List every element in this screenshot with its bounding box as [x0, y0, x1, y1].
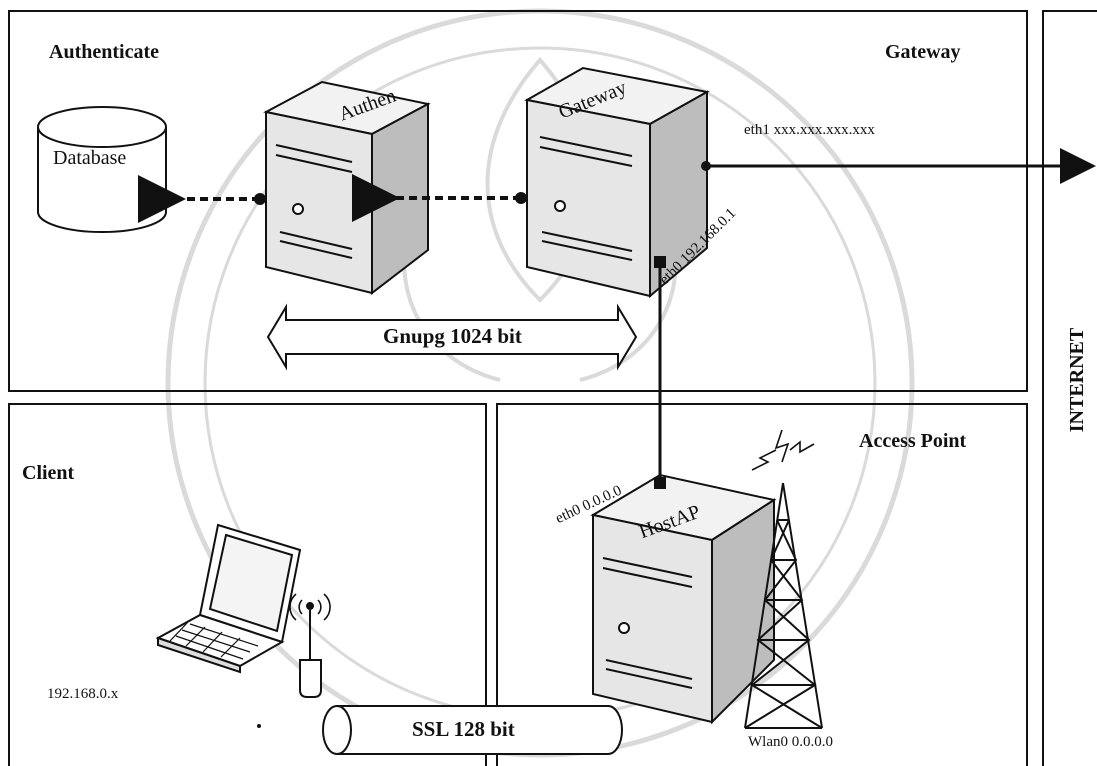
internet-section-title: INTERNET — [1066, 327, 1089, 433]
internet-link — [701, 148, 1096, 184]
client-ip-label: 192.168.0.x — [47, 686, 119, 702]
authenticate-section-title: Authenticate — [49, 41, 159, 63]
gnupg-double-arrow — [266, 303, 638, 371]
hostap-server-icon — [590, 473, 777, 725]
gateway-server-icon — [524, 66, 710, 299]
database-cylinder — [37, 106, 167, 233]
client-section-title: Client — [22, 462, 75, 484]
access-point-section-title: Access Point — [859, 430, 967, 452]
wlan0-label: Wlan0 0.0.0.0 — [748, 734, 833, 750]
wireless-adapter-icon — [289, 593, 331, 698]
internet-section — [1042, 10, 1097, 766]
authenticate-gateway-section — [8, 10, 1028, 392]
radio-tower-icon — [744, 429, 823, 729]
database-label: Database — [53, 147, 127, 169]
ssl-tube — [322, 705, 623, 755]
dotted-arrows — [138, 174, 527, 223]
gateway-hostap-link — [654, 256, 666, 489]
authen-server-icon — [263, 80, 431, 296]
eth1-label: eth1 xxx.xxx.xxx.xxx — [744, 122, 875, 138]
stray-dot — [257, 724, 261, 728]
laptop-icon — [155, 523, 302, 674]
ssl-label: SSL 128 bit — [412, 717, 515, 741]
access-point-section — [496, 403, 1028, 766]
gnupg-label: Gnupg 1024 bit — [383, 324, 522, 348]
client-section — [8, 403, 487, 766]
gateway-section-title: Gateway — [885, 41, 961, 63]
